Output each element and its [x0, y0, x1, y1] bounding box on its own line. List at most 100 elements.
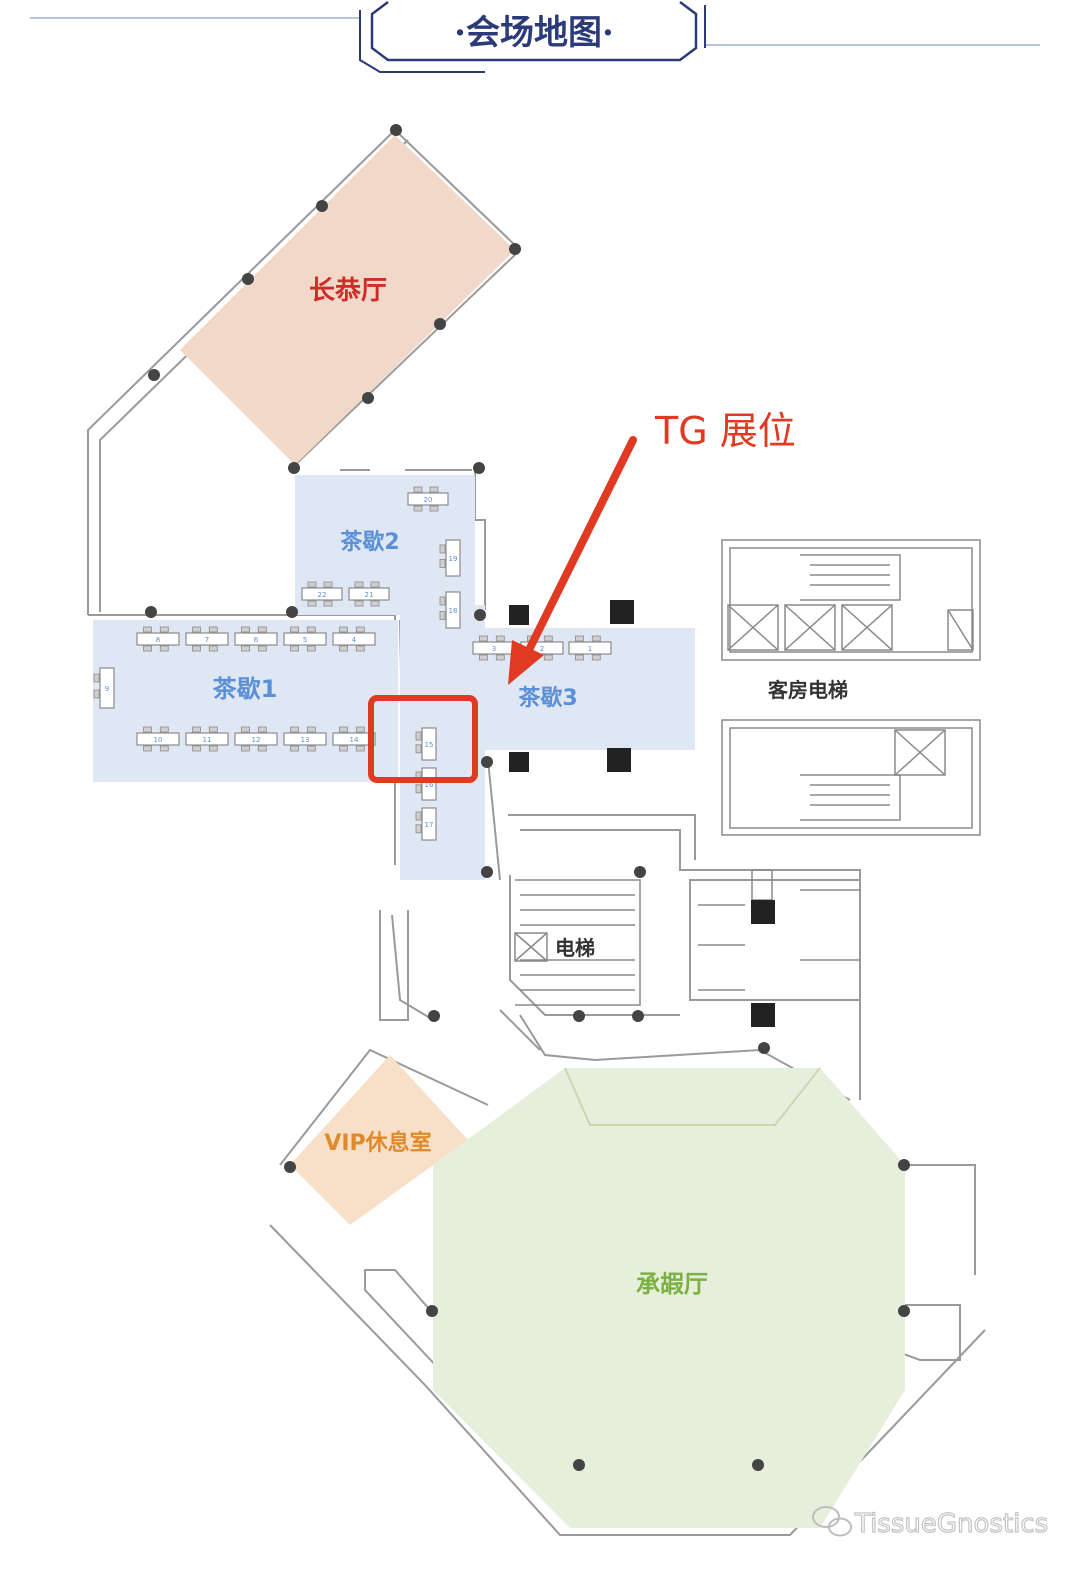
column-marker	[632, 1010, 644, 1022]
booth-number: 5	[303, 636, 307, 644]
column-marker	[286, 606, 298, 618]
booth-21: 21	[348, 581, 390, 607]
booth-1: 1	[568, 635, 612, 661]
label-chaxie3: 茶歇3	[518, 685, 577, 711]
header-frame-inner	[370, 1, 698, 62]
booth-10: 10	[136, 726, 180, 752]
booth-number: 21	[365, 591, 374, 599]
booth-number: 9	[105, 685, 109, 693]
column-marker	[481, 756, 493, 768]
booth-number: 22	[318, 591, 327, 599]
booth-number: 13	[301, 736, 310, 744]
room-chengxia	[433, 1068, 905, 1528]
stair-washroom-block	[514, 869, 860, 1006]
booth-14: 14	[332, 726, 376, 752]
tg-booth-annotation: TG 展位	[368, 409, 796, 783]
booth-3: 3	[472, 635, 516, 661]
booth-number: 15	[425, 741, 434, 749]
booth-17: 17	[415, 807, 437, 841]
booth-number: 7	[205, 636, 209, 644]
label-chaxie2: 茶歇2	[340, 529, 399, 555]
column-marker	[145, 606, 157, 618]
pillar-square	[610, 600, 634, 624]
column-marker	[573, 1010, 585, 1022]
booth-15: 15	[415, 727, 437, 761]
column-marker	[426, 1305, 438, 1317]
column-marker	[434, 318, 446, 330]
booth-7: 7	[185, 626, 229, 652]
room-vip	[290, 1055, 468, 1225]
tg-booth-highlight	[368, 695, 478, 783]
booth-5: 5	[283, 626, 327, 652]
column-marker	[288, 462, 300, 474]
pillar-square	[751, 900, 775, 924]
booth-6: 6	[234, 626, 278, 652]
column-marker	[473, 462, 485, 474]
column-marker	[284, 1161, 296, 1173]
watermark: TissueGnostics	[812, 1506, 1049, 1540]
booth-8: 8	[136, 626, 180, 652]
pillar-square	[607, 748, 631, 772]
booth-number: 10	[154, 736, 163, 744]
booth-number: 14	[350, 736, 359, 744]
column-marker	[474, 609, 486, 621]
column-marker	[390, 124, 402, 136]
booth-18: 18	[439, 591, 461, 629]
page-title: ·会场地图·	[454, 13, 614, 53]
column-marker	[242, 273, 254, 285]
pillar-square	[509, 605, 529, 625]
column-marker	[758, 1042, 770, 1054]
column-marker	[316, 200, 328, 212]
label-chaxie1: 茶歇1	[213, 675, 278, 703]
column-marker	[634, 866, 646, 878]
header-frame-outer	[359, 5, 706, 73]
label-elevator: 电梯	[555, 936, 595, 960]
booth-20: 20	[407, 486, 449, 512]
booth-number: 12	[252, 736, 261, 744]
watermark-text: TissueGnostics	[854, 1509, 1048, 1539]
column-layer	[145, 124, 910, 1471]
booth-number: 17	[425, 821, 434, 829]
column-marker	[573, 1459, 585, 1471]
wechat-icon	[812, 1506, 852, 1537]
booth-number: 6	[254, 636, 259, 644]
booth-number: 1	[588, 645, 592, 653]
booth-number: 4	[352, 636, 357, 644]
booth-number: 16	[425, 781, 434, 789]
label-vip: VIP休息室	[324, 1130, 431, 1156]
label-changgong: 长恭厅	[309, 276, 387, 306]
booth-12: 12	[234, 726, 278, 752]
column-marker	[148, 369, 160, 381]
booth-number: 11	[203, 736, 212, 744]
column-marker	[481, 866, 493, 878]
label-chengxia: 承嘏厅	[636, 1270, 708, 1298]
column-marker	[898, 1305, 910, 1317]
booth-19: 19	[439, 539, 461, 577]
booth-22: 22	[301, 581, 343, 607]
booth-number: 18	[449, 607, 458, 615]
column-marker	[752, 1459, 764, 1471]
guest-elevator-block	[721, 539, 981, 836]
booth-13: 13	[283, 726, 327, 752]
tg-arrow-head	[508, 640, 544, 685]
booth-4: 4	[332, 626, 376, 652]
booth-number: 19	[449, 555, 458, 563]
booth-number: 2	[540, 645, 544, 653]
booth-number: 20	[424, 496, 433, 504]
tg-booth-label: TG 展位	[654, 409, 796, 453]
column-marker	[509, 243, 521, 255]
booth-11: 11	[185, 726, 229, 752]
tg-arrow-shaft	[519, 436, 637, 666]
header: ·会场地图·	[30, 1, 1040, 73]
label-guest-elevator: 客房电梯	[767, 678, 848, 702]
booth-16: 16	[415, 767, 437, 801]
pillar-square	[751, 1003, 775, 1027]
pillar-square	[509, 752, 529, 772]
column-marker	[428, 1010, 440, 1022]
chengxia-stage	[564, 1067, 821, 1126]
booth-number: 3	[492, 645, 496, 653]
booth-number: 8	[156, 636, 160, 644]
booth-9: 9	[93, 667, 115, 709]
column-marker	[362, 392, 374, 404]
